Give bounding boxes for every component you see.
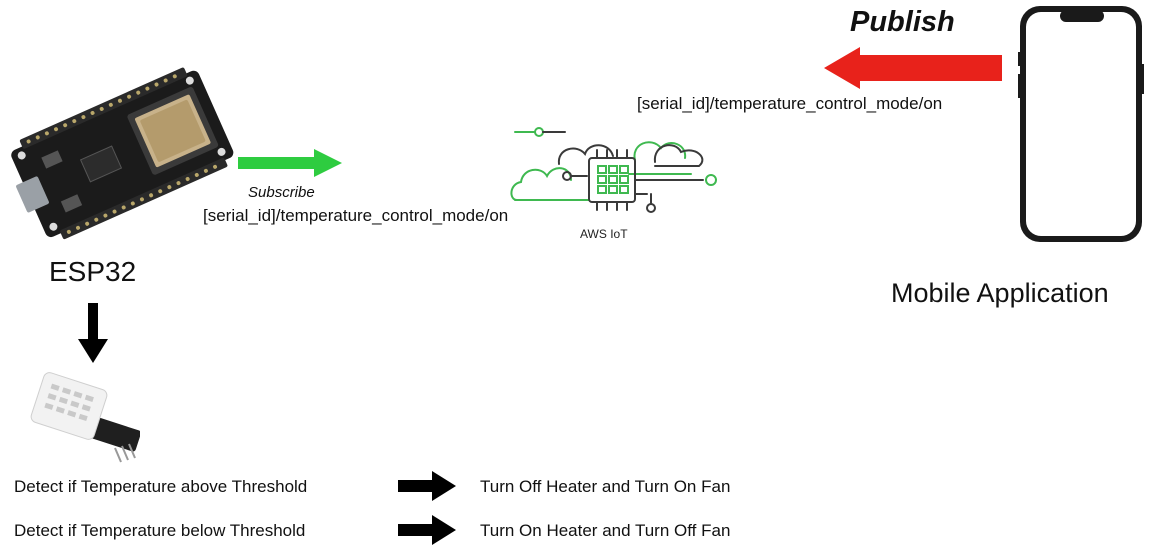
- rule-condition: Detect if Temperature above Threshold: [14, 477, 308, 496]
- rule-result: Turn On Heater and Turn Off Fan: [480, 521, 731, 540]
- dht-sensor-icon: [30, 372, 140, 463]
- right-arrow-icon: [398, 515, 456, 545]
- publish-label: Publish: [850, 6, 955, 38]
- smartphone-icon: [1018, 6, 1144, 242]
- right-arrow-icon: [398, 471, 456, 501]
- down-arrow-icon: [78, 303, 108, 363]
- subscribe-topic: [serial_id]/temperature_control_mode/on: [203, 206, 509, 225]
- subscribe-arrow-icon: [238, 149, 342, 177]
- publish-topic: [serial_id]/temperature_control_mode/on: [637, 94, 943, 113]
- esp32-board-icon: [11, 67, 234, 240]
- aws-iot-icon: [510, 127, 717, 213]
- esp32-label: ESP32: [49, 256, 137, 287]
- subscribe-label: Subscribe: [248, 184, 315, 201]
- rule-result: Turn Off Heater and Turn On Fan: [480, 477, 731, 496]
- mobile-app-label: Mobile Application: [891, 278, 1109, 308]
- publish-arrow-icon: [824, 47, 1002, 89]
- rule-condition: Detect if Temperature below Threshold: [14, 521, 306, 540]
- aws-iot-label: AWS IoT: [580, 227, 628, 241]
